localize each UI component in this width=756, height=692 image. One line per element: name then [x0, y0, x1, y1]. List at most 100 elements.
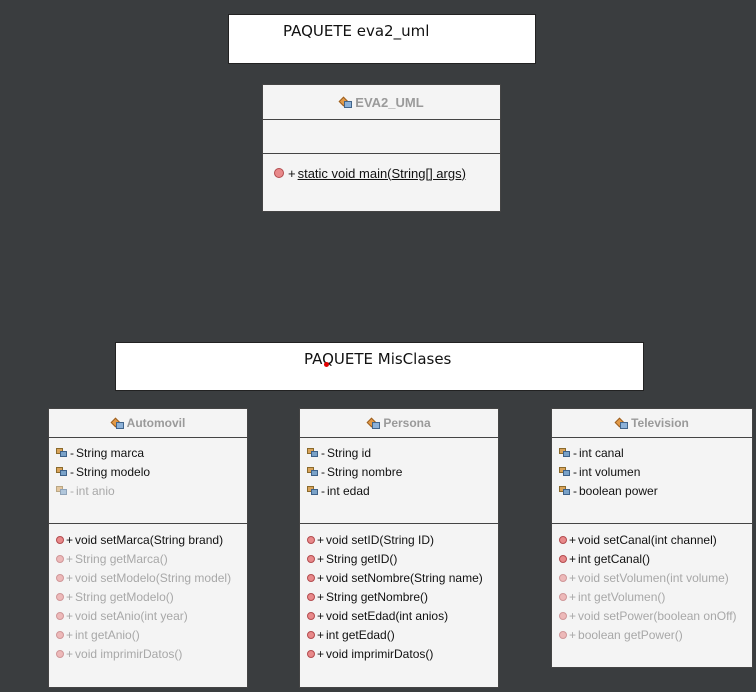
method-signature: void setEdad(int anios) [326, 609, 449, 623]
method-icon [559, 555, 567, 563]
class-icon [615, 418, 629, 429]
method-icon [307, 612, 315, 620]
package-misclases: PAQUETE MisClases [115, 342, 644, 391]
visibility-symbol: - [573, 465, 577, 479]
method-signature: int getAnio() [75, 628, 140, 642]
visibility-symbol: + [569, 552, 577, 566]
visibility-symbol: + [317, 552, 325, 566]
visibility-symbol: - [321, 465, 325, 479]
method-signature: void setID(String ID) [326, 533, 435, 547]
class-name: Television [631, 416, 689, 430]
method-signature: boolean getPower() [578, 628, 683, 642]
methods-section: + void setID(String ID) + String getID()… [300, 524, 498, 684]
methods-section: + void setMarca(String brand) + String g… [49, 524, 247, 684]
field-text: int volumen [579, 465, 641, 479]
method-icon [559, 593, 567, 601]
method-row: + void setPower(boolean onOff) [559, 607, 737, 625]
method-icon [307, 631, 315, 639]
visibility-symbol: + [317, 628, 325, 642]
field-icon [559, 467, 571, 477]
class-name: Persona [383, 416, 431, 430]
class-name: EVA2_UML [355, 94, 424, 110]
method-icon [56, 536, 64, 544]
visibility-symbol: + [317, 533, 325, 547]
method-row: + void setCanal(int channel) [559, 531, 717, 549]
method-icon [307, 574, 315, 582]
field-text: boolean power [579, 484, 658, 498]
class-name: Automovil [126, 416, 186, 430]
method-icon [274, 168, 284, 178]
field-row: - String id [307, 444, 371, 462]
method-signature: int getCanal() [578, 552, 651, 566]
method-row: + String getModelo() [56, 588, 174, 606]
method-row: + void setModelo(String model) [56, 569, 231, 587]
class-automovil[interactable]: Automovil - String marca - String modelo… [48, 408, 248, 688]
method-row: + void setVolumen(int volume) [559, 569, 729, 587]
visibility-symbol: + [66, 609, 74, 623]
visibility-symbol: + [569, 628, 577, 642]
method-icon [56, 555, 64, 563]
visibility-symbol: + [66, 571, 74, 585]
visibility-symbol: + [569, 533, 577, 547]
package-eva2-uml: PAQUETE eva2_uml [228, 14, 536, 64]
method-row: + int getEdad() [307, 626, 395, 644]
field-icon [56, 467, 68, 477]
visibility-symbol: + [66, 552, 74, 566]
method-row: + String getMarca() [56, 550, 168, 568]
visibility-symbol: + [569, 571, 577, 585]
method-signature: void setCanal(int channel) [578, 533, 717, 547]
field-text: String nombre [327, 465, 403, 479]
class-icon [339, 97, 353, 108]
class-television[interactable]: Television - int canal - int volumen - b… [551, 408, 753, 668]
visibility-symbol: + [66, 647, 74, 661]
field-icon [559, 448, 571, 458]
method-row: + int getAnio() [56, 626, 140, 644]
method-signature: int getEdad() [326, 628, 395, 642]
field-icon [56, 448, 68, 458]
method-row: + void setEdad(int anios) [307, 607, 448, 625]
visibility-symbol: - [70, 465, 74, 479]
visibility-symbol: - [573, 484, 577, 498]
method-signature: void setModelo(String model) [75, 571, 232, 585]
method-signature: String getNombre() [326, 590, 429, 604]
field-row: - int canal [559, 444, 624, 462]
fields-section: - int canal - int volumen - boolean powe… [552, 438, 752, 524]
method-row: + String getID() [307, 550, 397, 568]
method-row: + void setMarca(String brand) [56, 531, 223, 549]
methods-section: + void setCanal(int channel) + int getCa… [552, 524, 752, 664]
method-row: + static void main(String[] args) [274, 164, 466, 182]
method-signature: void setVolumen(int volume) [578, 571, 729, 585]
method-signature: void setMarca(String brand) [75, 533, 224, 547]
method-icon [56, 593, 64, 601]
field-text: int anio [76, 484, 115, 498]
field-icon [559, 486, 571, 496]
visibility-symbol: + [66, 590, 74, 604]
method-row: + String getNombre() [307, 588, 428, 606]
method-icon [559, 631, 567, 639]
method-icon [56, 631, 64, 639]
method-signature: void imprimirDatos() [326, 647, 434, 661]
class-header: Television [552, 409, 752, 438]
class-persona[interactable]: Persona - String id - String nombre - in… [299, 408, 499, 688]
field-text: String marca [76, 446, 145, 460]
method-icon [56, 612, 64, 620]
visibility-symbol: - [70, 484, 74, 498]
class-header: EVA2_UML [263, 85, 500, 120]
method-signature: void setPower(boolean onOff) [578, 609, 737, 623]
field-row: - int edad [307, 482, 370, 500]
visibility-symbol: + [288, 165, 296, 181]
visibility-symbol: + [317, 590, 325, 604]
method-icon [559, 612, 567, 620]
visibility-symbol: + [317, 571, 325, 585]
method-signature: String getID() [326, 552, 398, 566]
package-title: PAQUETE MisClases [304, 350, 452, 368]
field-icon [307, 448, 319, 458]
field-text: String id [327, 446, 372, 460]
visibility-symbol: - [573, 446, 577, 460]
methods-section: + static void main(String[] args) [263, 154, 500, 211]
class-header: Automovil [49, 409, 247, 438]
method-row: + void setID(String ID) [307, 531, 434, 549]
class-header: Persona [300, 409, 498, 438]
method-icon [559, 536, 567, 544]
class-eva2-uml[interactable]: EVA2_UML + static void main(String[] arg… [262, 84, 501, 212]
